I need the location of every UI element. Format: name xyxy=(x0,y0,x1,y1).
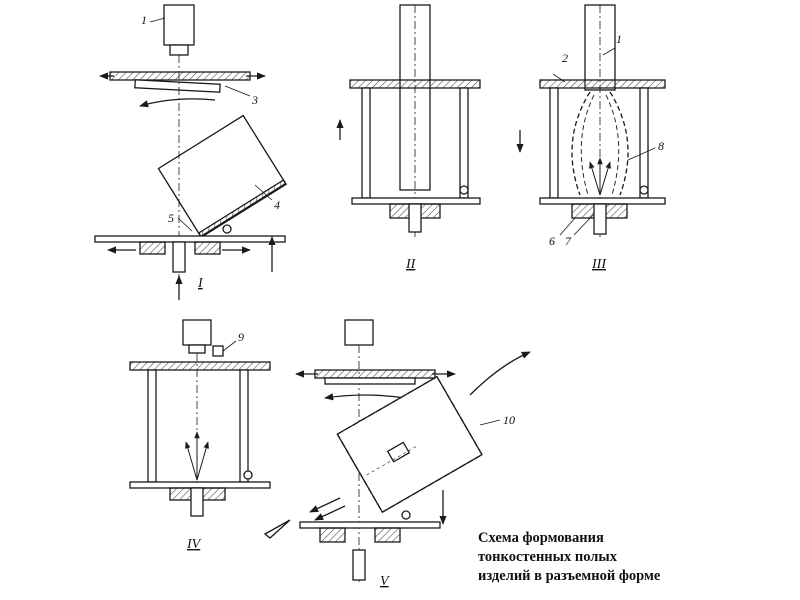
label-8: 8 xyxy=(658,139,664,153)
punch xyxy=(182,319,212,346)
caption-line-2: тонкостенных полых xyxy=(478,549,617,565)
label-4: 4 xyxy=(274,198,280,212)
stage-label-5: V xyxy=(380,574,390,589)
formed-part xyxy=(336,375,483,514)
label-10: 10 xyxy=(503,413,515,427)
label-6: 6 xyxy=(549,234,555,248)
stage-2 xyxy=(336,4,481,240)
upper-plate xyxy=(109,71,251,81)
label-1: 1 xyxy=(141,13,147,27)
half-mold xyxy=(134,79,221,93)
formed-part xyxy=(157,114,288,239)
stage-label-1: I xyxy=(197,276,204,291)
stage-label-3: III xyxy=(591,257,607,272)
stage-3 xyxy=(516,4,666,240)
caption-line-3: изделий в разъемной форме xyxy=(478,568,661,584)
stage-1 xyxy=(94,4,288,300)
punch xyxy=(163,4,195,46)
ejector xyxy=(172,241,186,273)
stage-labels: I II III IV V xyxy=(186,257,607,589)
punch xyxy=(344,319,374,346)
label-2: 2 xyxy=(562,51,568,65)
valve xyxy=(212,345,224,357)
label-5: 5 xyxy=(168,211,174,225)
caption-line-1: Схема формования xyxy=(478,530,604,546)
label-1-stage3: 1 xyxy=(616,32,622,46)
stage-5 xyxy=(263,319,531,585)
lower-plate xyxy=(94,235,286,243)
part-labels: 1 3 4 5 1 2 8 6 7 9 10 xyxy=(141,13,664,427)
stage-label-4: IV xyxy=(186,537,202,552)
diagram-caption: Схема формования тонкостенных полых изде… xyxy=(478,529,660,586)
lower-plate xyxy=(351,197,481,205)
label-3: 3 xyxy=(251,93,258,107)
label-7: 7 xyxy=(565,234,572,248)
stage-4 xyxy=(129,319,271,517)
punch-tip xyxy=(169,44,189,56)
upper-plate xyxy=(349,79,481,89)
stage-label-2: II xyxy=(405,257,417,272)
label-9: 9 xyxy=(238,330,244,344)
